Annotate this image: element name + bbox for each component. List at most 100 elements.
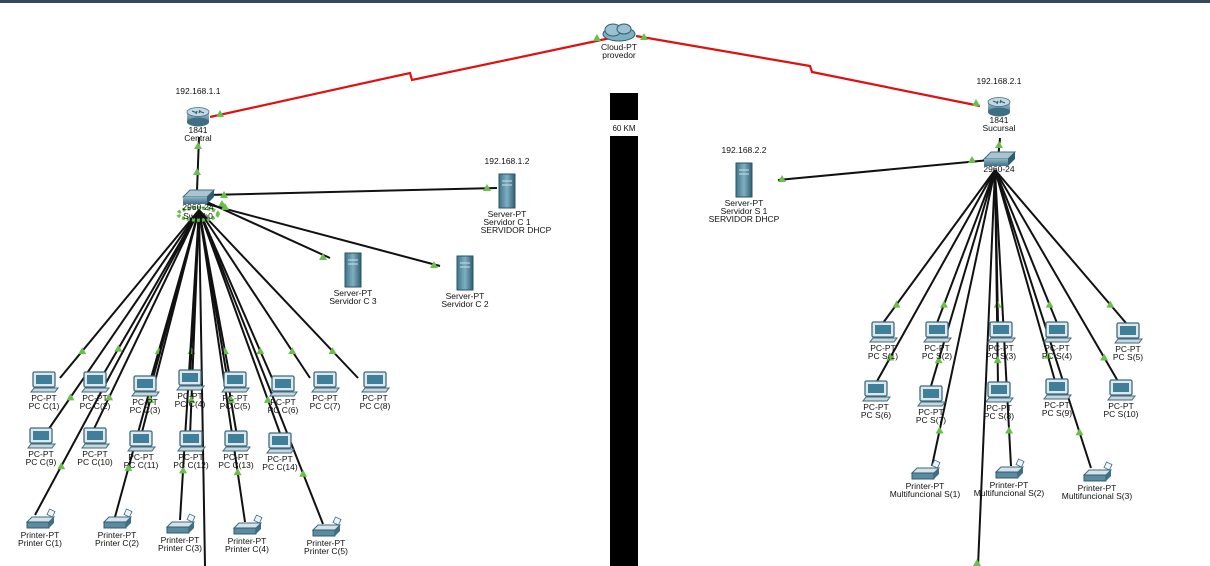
router-icon[interactable] — [186, 107, 210, 127]
pc-type-label: PC-PT — [1108, 401, 1134, 411]
pc-icon[interactable] — [1114, 322, 1143, 344]
cloud-type-label: Cloud-PT — [601, 42, 637, 52]
link-status-up — [778, 175, 786, 182]
server-ip-label: 192.168.2.2 — [722, 145, 767, 155]
distance-label-box — [610, 120, 638, 136]
link-status-up — [892, 300, 901, 308]
printer-icon[interactable] — [1082, 461, 1113, 482]
link-status-up — [105, 393, 114, 401]
pc-icon[interactable] — [30, 371, 59, 393]
router-body — [187, 112, 209, 122]
pc-icon[interactable] — [222, 430, 251, 452]
pc-icon[interactable] — [1043, 378, 1072, 400]
switch-icon[interactable] — [176, 189, 220, 222]
printer-side — [49, 517, 54, 528]
link-status-up — [233, 468, 242, 476]
printer-icon[interactable] — [910, 459, 941, 480]
pc-icon[interactable] — [266, 432, 295, 454]
pc-icon[interactable] — [269, 375, 298, 397]
server-name-label: Servidor C 2 — [441, 299, 489, 309]
server-icon[interactable] — [735, 162, 753, 198]
pc-type-label: PC-PT — [924, 343, 950, 353]
printer-name-label: Printer C(1) — [18, 538, 62, 548]
cloud-name-label: provedor — [602, 50, 636, 60]
pc-type-label: PC-PT — [82, 393, 108, 403]
pc-icon[interactable] — [917, 385, 946, 407]
ethernet-link — [994, 169, 999, 387]
router-icon[interactable] — [987, 97, 1011, 117]
pc-icon[interactable] — [81, 371, 110, 393]
pc-screen — [33, 431, 49, 440]
server-type-label: Server-PT — [488, 209, 527, 219]
server-icon[interactable] — [344, 252, 362, 288]
pc-icon[interactable] — [27, 427, 56, 449]
printer-name-label: Printer C(5) — [304, 546, 348, 556]
pc-icon[interactable] — [1107, 379, 1136, 401]
pc-type-label: PC-PT — [870, 343, 896, 353]
serial-link-sucursal — [635, 34, 981, 108]
pc-icon[interactable] — [127, 430, 156, 452]
printer-icon[interactable] — [25, 508, 56, 529]
pc-icon[interactable] — [221, 371, 250, 393]
pc-icon[interactable] — [131, 375, 160, 397]
router-top — [186, 107, 210, 117]
pc-name-label: PC C(11) — [124, 460, 159, 470]
pc-icon[interactable] — [81, 427, 110, 449]
printer-type-label: Printer-PT — [1078, 483, 1117, 493]
printer-type-label: Printer-PT — [98, 530, 137, 540]
pc-icon[interactable] — [177, 430, 206, 452]
pc-type-label: PC-PT — [1115, 344, 1141, 354]
link-status-up — [973, 559, 981, 566]
pc-name-label: PC C(9) — [26, 457, 57, 467]
printer-icon[interactable] — [311, 516, 342, 537]
pc-icon[interactable] — [311, 371, 340, 393]
pc-name-label: PC C(3) — [130, 405, 161, 415]
printer-icon[interactable] — [232, 514, 263, 535]
pc-name-label: PC C(7) — [310, 401, 341, 411]
distance-label: 60 KM — [612, 124, 635, 133]
pc-type-label: PC-PT — [918, 407, 944, 417]
router-model-label: 1841 — [990, 115, 1009, 125]
pc-name-label: PC C(5) — [220, 401, 251, 411]
pc-name-label: PC S(1) — [868, 351, 898, 361]
link-status-up — [1106, 300, 1115, 308]
link-status-up — [221, 203, 229, 210]
switch-icon[interactable] — [982, 151, 1017, 166]
pc-screen — [868, 384, 884, 393]
ethernet-link — [930, 169, 996, 387]
pc-type-label: PC-PT — [270, 397, 296, 407]
ethernet-link — [777, 159, 991, 181]
server-icon[interactable] — [456, 255, 474, 291]
pc-icon[interactable] — [987, 321, 1016, 343]
pc-screen — [137, 379, 153, 388]
link-status-up — [935, 426, 944, 434]
pc-icon[interactable] — [361, 371, 390, 393]
ethernet-link — [179, 209, 200, 521]
server-icon[interactable] — [498, 173, 516, 209]
pc-keyboard — [177, 446, 206, 452]
pc-icon[interactable] — [985, 381, 1014, 403]
pc-screen — [182, 373, 198, 382]
printer-icon[interactable] — [994, 458, 1025, 479]
pc-name-label: PC S(10) — [1104, 409, 1139, 419]
printer-icon[interactable] — [165, 513, 196, 534]
pc-icon[interactable] — [862, 380, 891, 402]
ethernet-link — [198, 209, 246, 523]
cloud-icon[interactable] — [602, 23, 636, 42]
link-status-up — [1043, 351, 1052, 359]
pc-screen — [183, 434, 199, 443]
pc-name-label: PC S(4) — [1042, 351, 1072, 361]
printer-paper — [1103, 461, 1113, 471]
pc-keyboard — [269, 391, 298, 397]
pc-icon[interactable] — [923, 321, 952, 343]
pc-type-label: PC-PT — [28, 449, 54, 459]
pc-name-label: PC S(2) — [922, 351, 952, 361]
pc-icon[interactable] — [869, 321, 898, 343]
link-status-up — [593, 34, 601, 41]
printer-icon[interactable] — [102, 508, 133, 529]
pc-icon[interactable] — [1043, 321, 1072, 343]
pc-icon[interactable] — [176, 369, 205, 391]
printer-side — [1018, 467, 1023, 478]
pc-name-label: PC C(8) — [360, 401, 391, 411]
